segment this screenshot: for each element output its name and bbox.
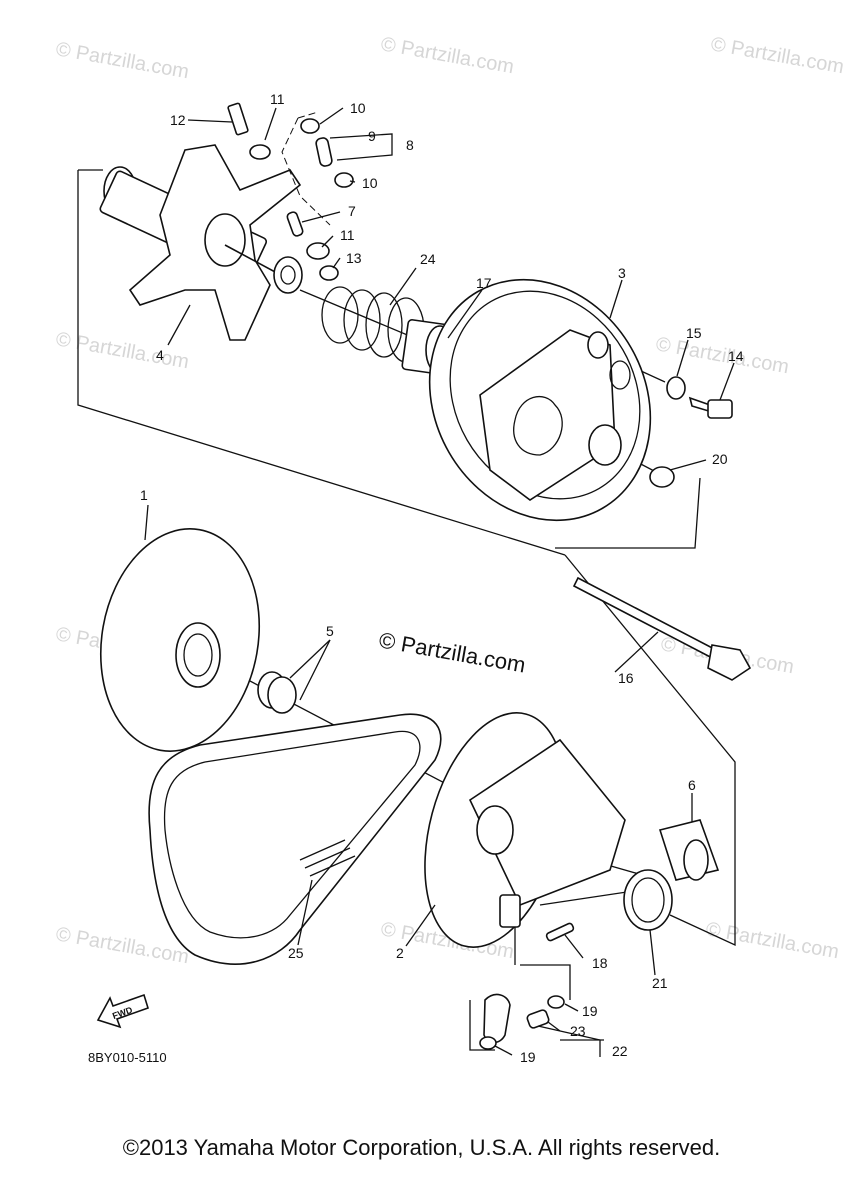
- watermark: © Partzilla.com: [379, 33, 516, 78]
- callout-label: 21: [652, 975, 668, 991]
- watermark: © Partzilla.com: [54, 38, 191, 83]
- watermark-center: © Partzilla.com: [377, 627, 527, 677]
- sleeve-part: [658, 819, 720, 881]
- watermark: © Partzilla.com: [709, 33, 843, 78]
- leader-lines: [144, 107, 735, 1057]
- small-hardware: [227, 102, 354, 281]
- callout-label: 10: [350, 100, 366, 116]
- watermark: © Partzilla.com: [54, 923, 191, 968]
- callout-label: 16: [618, 670, 634, 686]
- callout-label: 15: [686, 325, 702, 341]
- watermark: © Partzilla.com: [654, 333, 791, 378]
- callout-label: 9: [368, 128, 376, 144]
- fixed-sheave-part: [99, 528, 261, 752]
- long-bolt-part: [572, 576, 752, 681]
- weight-hardware: [479, 922, 575, 1050]
- callout-label: 7: [348, 203, 356, 219]
- callout-label: 3: [618, 265, 626, 281]
- callout-label: 13: [346, 250, 362, 266]
- watermark: © Partzilla.com: [54, 328, 191, 373]
- belt-part: [148, 713, 442, 965]
- movable-sheave-part: [424, 712, 626, 948]
- callout-label: 2: [396, 945, 404, 961]
- callout-label: 19: [582, 1003, 598, 1019]
- callout-label: 17: [476, 275, 492, 291]
- fwd-arrow-icon: FWD: [96, 993, 149, 1029]
- cover-part: [428, 278, 652, 522]
- bolt-washer-group: [649, 376, 733, 488]
- copyright-footer: ©2013 Yamaha Motor Corporation, U.S.A. A…: [122, 1135, 721, 1160]
- spider-hub-part: [99, 144, 303, 341]
- callout-label: 1: [140, 487, 148, 503]
- callout-label: 24: [420, 251, 436, 267]
- callout-label: 4: [156, 347, 164, 363]
- callout-label: 18: [592, 955, 608, 971]
- bushing-5-part: [257, 671, 297, 714]
- ring-part: [623, 869, 673, 931]
- diagram-code: 8BY010-5110: [88, 1050, 167, 1065]
- callout-label: 19: [520, 1049, 536, 1065]
- callout-label: 11: [340, 227, 355, 243]
- callout-label: 20: [712, 451, 728, 467]
- callout-label: 25: [288, 945, 304, 961]
- callout-label: 11: [270, 91, 285, 107]
- callout-label: 22: [612, 1043, 628, 1059]
- callout-label: 6: [688, 777, 696, 793]
- callout-label: 5: [326, 623, 334, 639]
- callout-label: 10: [362, 175, 378, 191]
- callout-label: 8: [406, 137, 414, 153]
- callout-label: 12: [170, 112, 186, 128]
- callout-labels: 12 11 10 9 8 10 7 11 13 24 17 3 15 14 20…: [140, 91, 744, 1065]
- callout-label: 23: [570, 1023, 586, 1039]
- callout-label: 14: [728, 348, 744, 364]
